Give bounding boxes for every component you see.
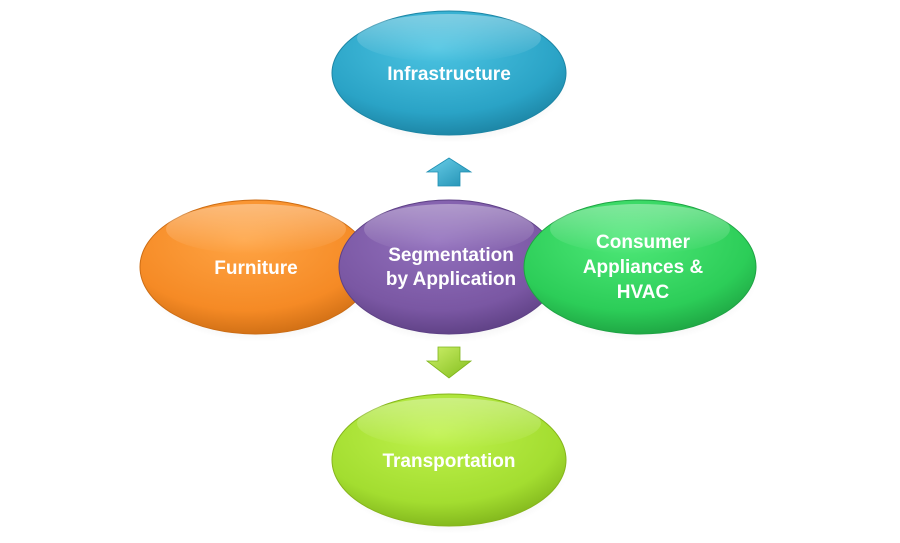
- node-furniture: Furniture: [139, 199, 375, 342]
- node-highlight: [364, 204, 534, 254]
- node-transportation: Transportation: [331, 393, 569, 534]
- node-highlight: [357, 14, 541, 62]
- node-label: Transportation: [382, 451, 515, 472]
- node-label-line-2: Appliances &: [583, 257, 704, 278]
- node-highlight: [166, 204, 346, 254]
- node-highlight: [550, 204, 730, 254]
- node-infrastructure: Infrastructure: [331, 10, 569, 143]
- center-label-line-1: Segmentation: [388, 245, 514, 266]
- node-label: Furniture: [214, 258, 297, 279]
- node-highlight: [357, 398, 541, 448]
- center-node-segmentation: Segmentation by Application: [338, 199, 563, 343]
- node-label-line-1: Consumer: [596, 232, 691, 253]
- node-label-line-3: HVAC: [617, 282, 670, 303]
- node-label: Infrastructure: [387, 64, 511, 85]
- arrow-down-icon: [425, 346, 473, 379]
- node-consumer-appliances-hvac: Consumer Appliances & HVAC: [523, 199, 759, 342]
- arrow-up-icon: [425, 157, 473, 187]
- center-label-line-2: by Application: [386, 269, 516, 290]
